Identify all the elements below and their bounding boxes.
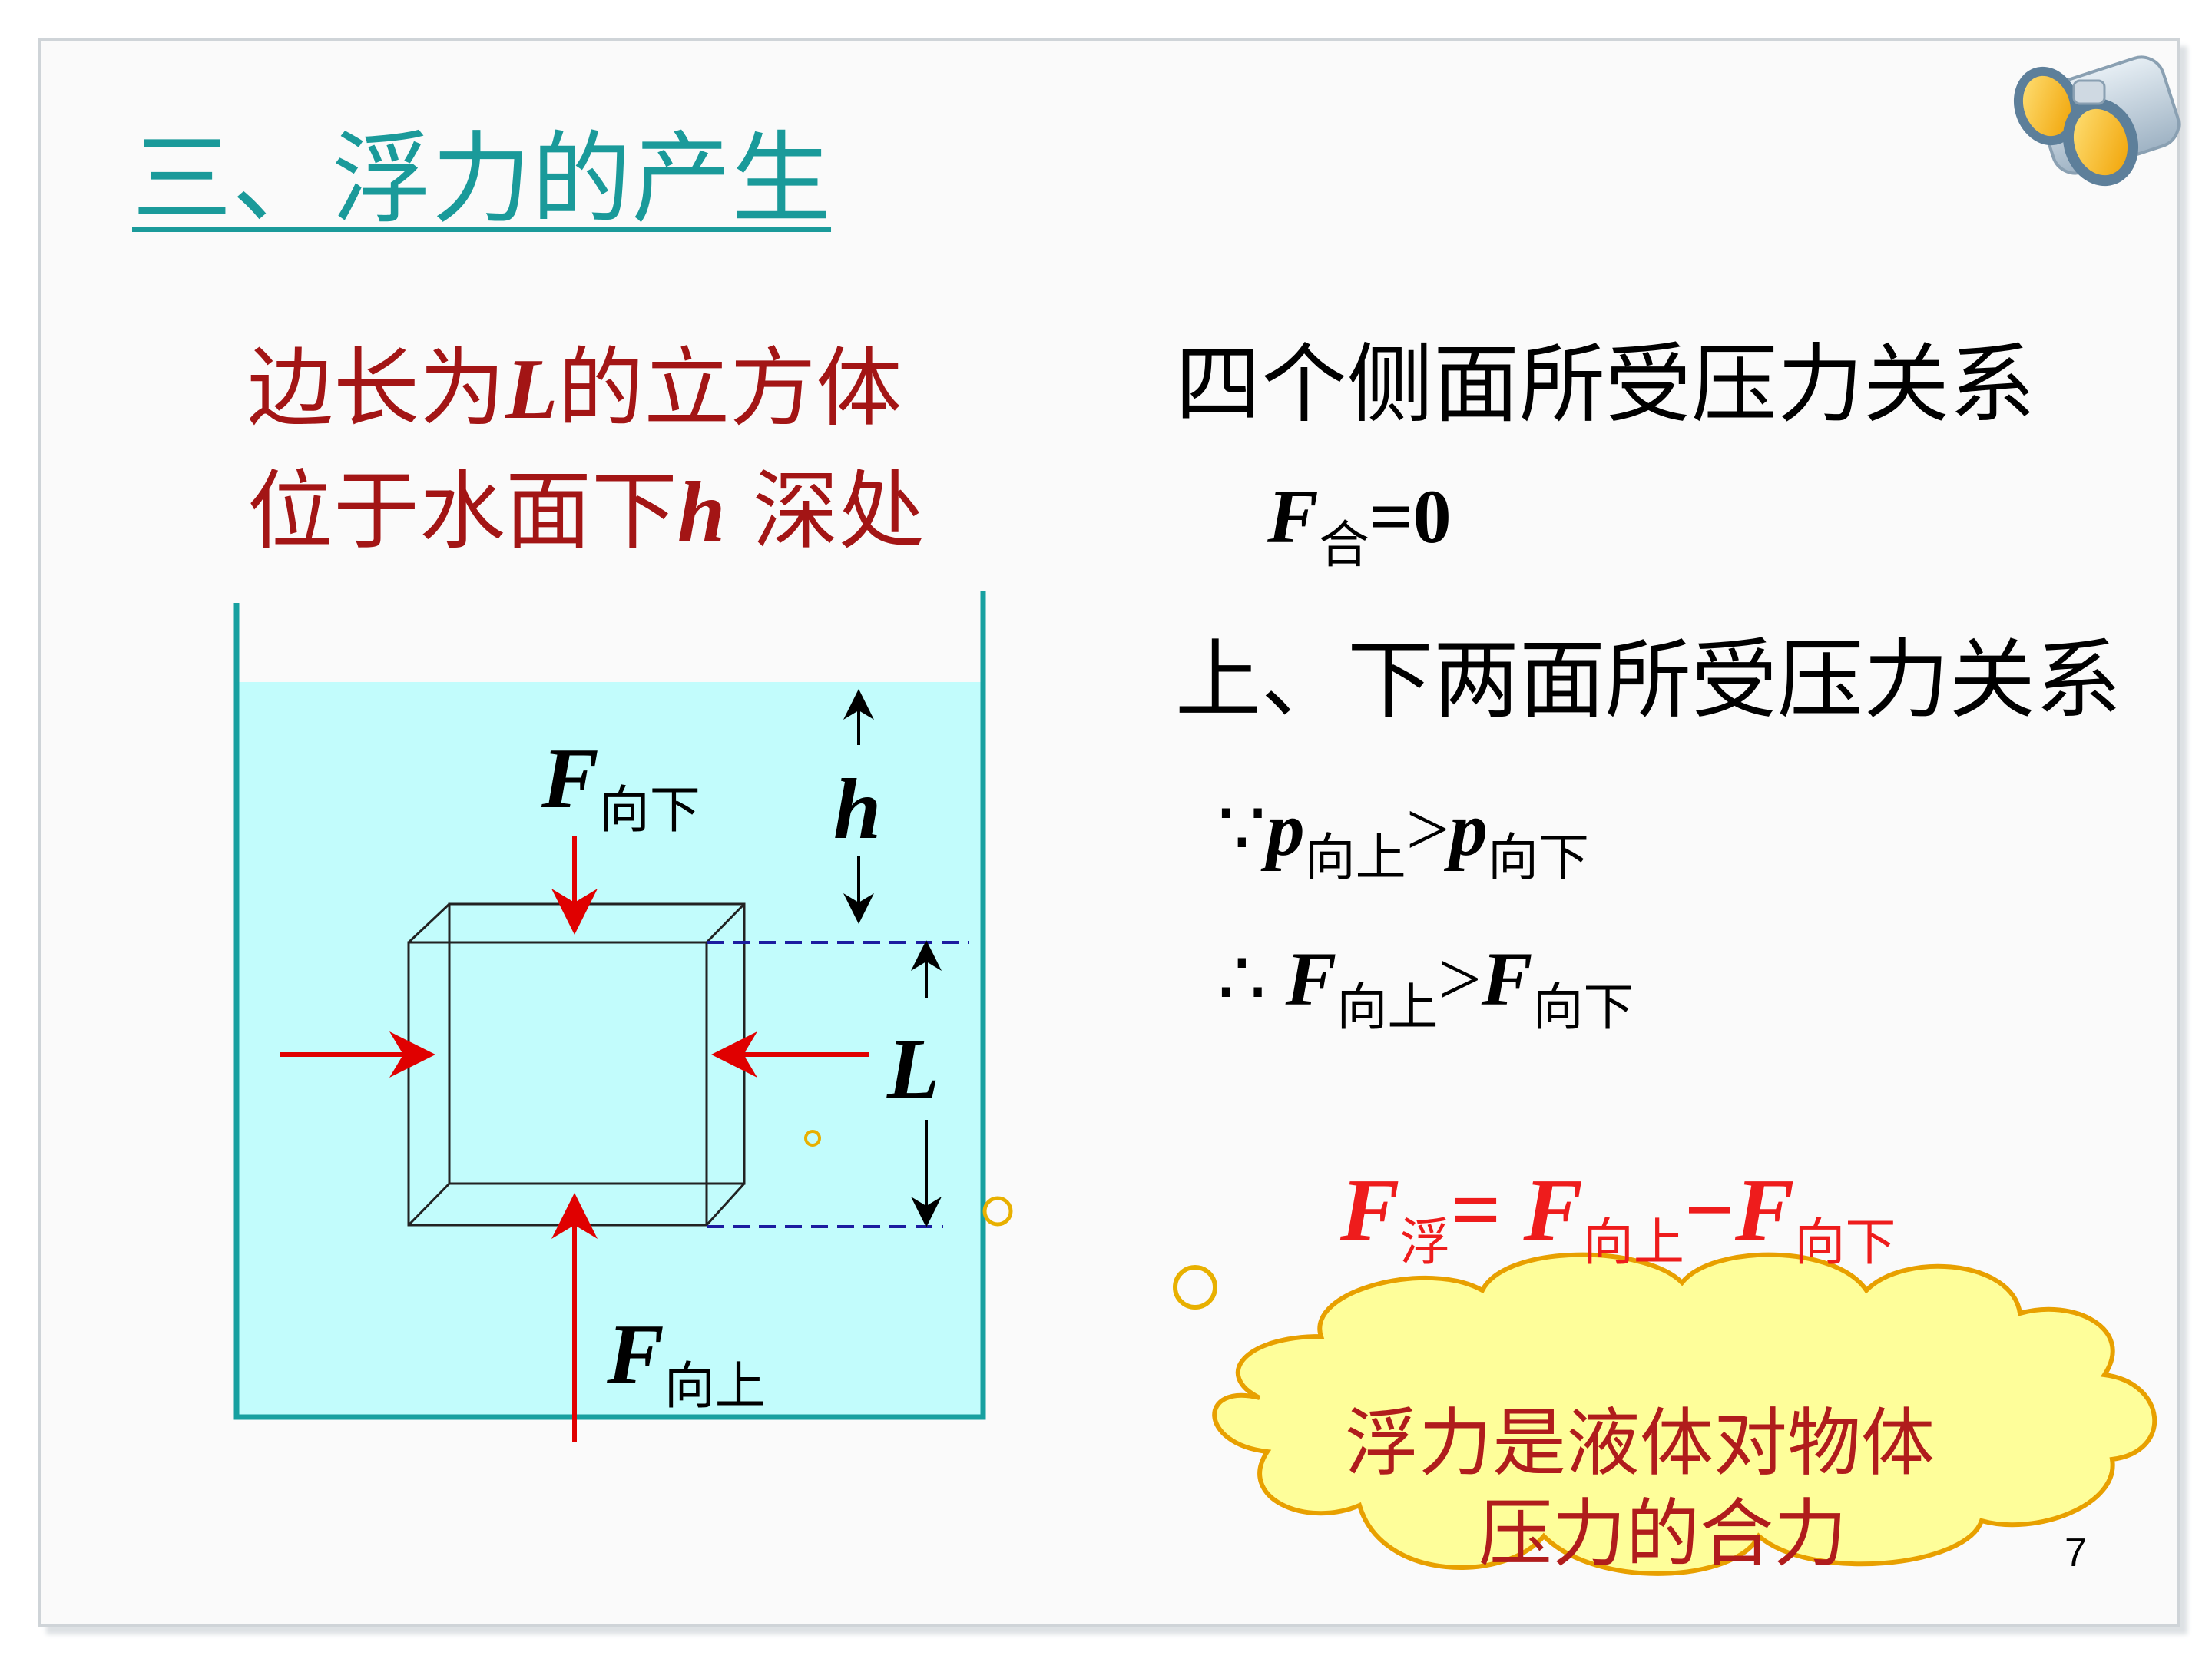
cube-desc-line1: 边长为L的立方体	[247, 319, 902, 443]
minus-sign: −	[1684, 1161, 1735, 1260]
subscript: 向下	[598, 780, 700, 839]
subscript: 向上	[664, 1356, 766, 1416]
cloud-line-1: 浮力是液体对物体	[1345, 1400, 1935, 1486]
net-force-eq: F合=0	[1267, 472, 1452, 578]
var-F: F	[1267, 474, 1319, 559]
subscript: 向下	[1488, 828, 1590, 887]
var-F: F	[1285, 936, 1337, 1022]
subscript: 向上	[1336, 978, 1439, 1037]
side-label-L: L	[887, 1022, 940, 1117]
because-statement: ∵p向上>p向下	[1217, 783, 1589, 890]
subscript: 浮	[1399, 1213, 1451, 1272]
water-container	[233, 591, 986, 1420]
cloud-line-2: 压力的合力	[1479, 1491, 1847, 1577]
page-title: 三、浮力的产生	[132, 121, 832, 237]
because-symbol: ∵	[1217, 786, 1267, 872]
var-F: F	[541, 731, 599, 826]
greater-than: >	[1406, 786, 1450, 872]
decor-circles	[804, 1130, 1217, 1310]
subscript: 向下	[1794, 1213, 1896, 1272]
depth-desc-text: 位于水面下	[247, 462, 677, 561]
cube-desc-text: 边长为	[247, 339, 505, 439]
cube-desc-text: 的立方体	[558, 339, 902, 439]
f-up-label: F向上	[607, 1306, 766, 1419]
var-F: F	[1523, 1161, 1583, 1260]
force-arrows	[280, 836, 869, 1442]
thought-cloud	[1212, 1252, 2157, 1576]
var-F: F	[1340, 1161, 1400, 1260]
cube-desc-line2: 位于水面下h 深处	[247, 442, 925, 566]
var-F: F	[607, 1307, 664, 1402]
equals-sign: =	[1450, 1161, 1502, 1260]
binoculars-icon	[2013, 55, 2181, 187]
var-p: p	[1266, 786, 1305, 872]
subscript: 向上	[1582, 1213, 1684, 1272]
buoyancy-formula: F浮= F向上−F向下	[1340, 1160, 1896, 1275]
subscript: 向下	[1532, 978, 1634, 1037]
f-down-label: F向下	[541, 730, 700, 843]
var-F: F	[1481, 936, 1533, 1022]
therefore-statement: ∴ F向上>F向下	[1217, 933, 1634, 1040]
side-faces-heading: 四个侧面所受压力关系	[1175, 335, 2035, 435]
var-F: F	[1734, 1161, 1795, 1260]
depth-label-h: h	[833, 762, 882, 857]
subscript: 合	[1318, 515, 1369, 575]
depth-desc-text: 深处	[725, 462, 925, 561]
page-number: 7	[2065, 1531, 2087, 1575]
therefore-symbol: ∴	[1217, 936, 1267, 1022]
greater-than: >	[1438, 936, 1482, 1022]
equals-zero: =0	[1369, 474, 1452, 559]
var-p: p	[1449, 786, 1488, 872]
var-L: L	[505, 342, 558, 437]
var-h: h	[677, 465, 726, 560]
top-bottom-heading: 上、下两面所受压力关系	[1175, 631, 2121, 730]
dimension-arrows	[843, 689, 942, 1227]
subscript: 向上	[1304, 828, 1406, 887]
cloud-text: 浮力是液体对物体 压力的合力	[1325, 1398, 1955, 1579]
